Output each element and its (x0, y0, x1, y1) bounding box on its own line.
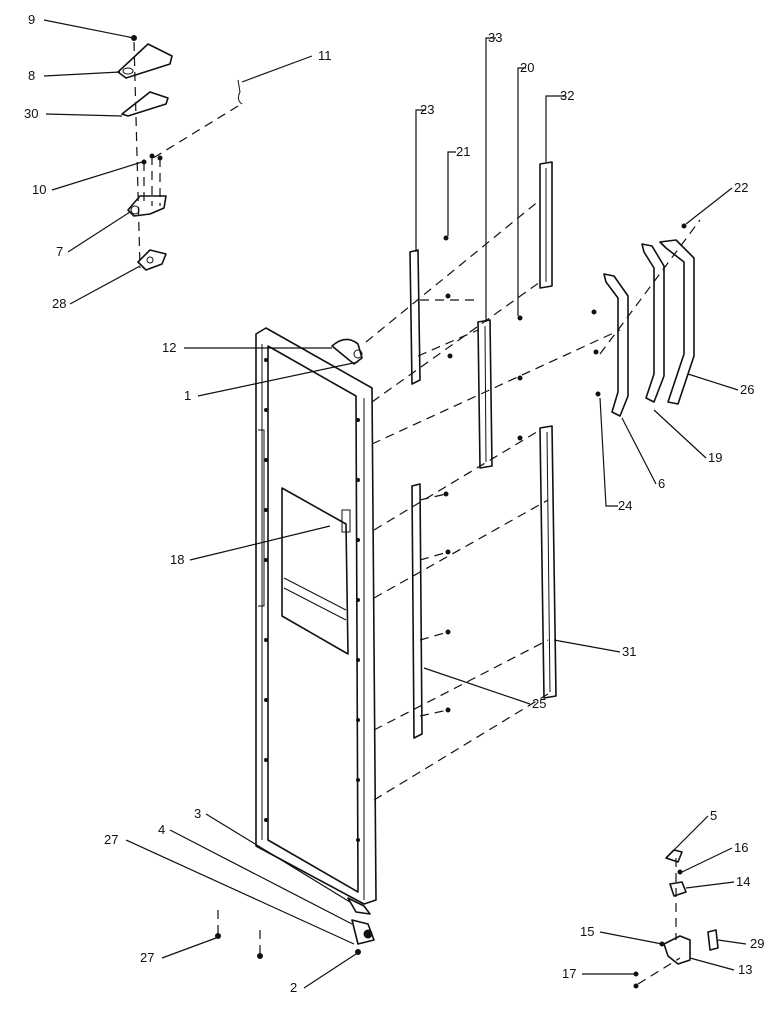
bottom-bushing-part-4 (351, 919, 375, 945)
callout-31: 31 (622, 644, 636, 659)
callout-29: 29 (750, 936, 764, 951)
wire-dash (149, 105, 239, 161)
callout-19: 19 (708, 450, 722, 465)
door-edge-holes (264, 358, 360, 842)
callout-leaders (43, 19, 747, 989)
gasket-channel-part-32 (539, 161, 553, 289)
callout-6: 6 (658, 476, 665, 491)
callout-23: 23 (420, 102, 434, 117)
callout-3: 3 (194, 806, 201, 821)
callout-14: 14 (736, 874, 750, 889)
screw-part-16 (677, 869, 683, 875)
screw-6a (591, 309, 597, 315)
callout-18: 18 (170, 552, 184, 567)
hinge-clip-part-5 (665, 849, 683, 863)
screw-part-2 (355, 949, 361, 955)
dispenser-cutout (281, 487, 349, 655)
screw-33a (517, 375, 523, 381)
callout-1: 1 (184, 388, 191, 403)
handle-part-26 (659, 239, 695, 405)
hinge-cover-part-8 (117, 43, 173, 79)
callout-7: 7 (56, 244, 63, 259)
handle-bracket-part-6 (603, 273, 629, 417)
door-inner-frame (267, 345, 359, 893)
callout-30: 30 (24, 106, 38, 121)
callout-27-top: 27 (104, 832, 118, 847)
callout-24: 24 (618, 498, 632, 513)
bottom-hinge-part-13 (663, 935, 691, 965)
callout-25: 25 (532, 696, 546, 711)
screw-part-20 (517, 315, 523, 321)
wire-harness-part-12 (331, 338, 363, 365)
mounting-dash-lines (365, 199, 701, 801)
trim-channel-part-23 (409, 249, 421, 385)
callout-9: 9 (28, 12, 35, 27)
handle-assembly (591, 223, 695, 417)
callout-28: 28 (52, 296, 66, 311)
screw-25a (443, 491, 449, 497)
callout-5: 5 (710, 808, 717, 823)
screw-25b (445, 549, 451, 555)
dispenser-switch-part-18 (341, 509, 351, 533)
dispenser-shelf (283, 577, 347, 611)
screw-6b (593, 349, 599, 355)
bottom-hinge-block-part-3 (347, 897, 371, 915)
hinge-cover-part-30 (121, 91, 169, 117)
screw-25d (445, 707, 451, 713)
bottom-screw-dash (637, 957, 681, 985)
callout-16: 16 (734, 840, 748, 855)
trim-channel-part-25 (411, 483, 423, 739)
callout-22: 22 (734, 180, 748, 195)
hinge-cover-hole (122, 67, 134, 75)
wire-clip-part-11 (237, 79, 243, 105)
callout-12: 12 (162, 340, 176, 355)
shim-hole (146, 256, 154, 264)
callout-10: 10 (32, 182, 46, 197)
gasket-channel-part-31 (539, 425, 557, 699)
screw-part-24 (595, 391, 601, 397)
dispenser-shelf-2 (283, 587, 347, 621)
screw-part-17b (633, 983, 639, 989)
screw-part-22 (681, 223, 687, 229)
door-trim-channels (409, 161, 557, 739)
door-groove-left (258, 429, 265, 607)
screw-part-27a (215, 933, 221, 939)
callout-11: 11 (318, 48, 332, 63)
hinge-bracket-part-7 (127, 195, 167, 217)
callout-32: 32 (560, 88, 574, 103)
harness-connector (353, 349, 363, 359)
handle-bracket-part-19 (641, 243, 665, 403)
screw-part-27b (257, 953, 263, 959)
callout-21: 21 (456, 144, 470, 159)
channel-31-inner (546, 431, 551, 693)
callout-27-bottom: 27 (140, 950, 154, 965)
door-panel (215, 327, 377, 959)
callout-13: 13 (738, 962, 752, 977)
screw-23b (447, 353, 453, 359)
screw-33b (517, 435, 523, 441)
hinge-axis-dash (133, 41, 141, 269)
screw-part-21 (443, 235, 449, 241)
callout-17: 17 (562, 966, 576, 981)
callout-8: 8 (28, 68, 35, 83)
hinge-shim-part-28 (137, 249, 167, 271)
screw-23a (445, 293, 451, 299)
callout-33: 33 (488, 30, 502, 45)
callout-labels: 9 8 30 10 7 28 11 12 1 18 23 21 33 20 32… (24, 12, 764, 995)
top-hinge-assembly (117, 35, 243, 271)
hinge-plate-part-29 (707, 929, 719, 951)
callout-2: 2 (290, 980, 297, 995)
channel-33-inner (484, 325, 487, 463)
hinge-bushing-part-14 (669, 881, 687, 897)
bushing-cap (363, 929, 373, 939)
bottom-hinge-assembly (633, 849, 719, 989)
callout-4: 4 (158, 822, 165, 837)
callout-15: 15 (580, 924, 594, 939)
callout-26: 26 (740, 382, 754, 397)
screw-25c (445, 629, 451, 635)
callout-20: 20 (520, 60, 534, 75)
door-outer-frame (255, 327, 377, 905)
